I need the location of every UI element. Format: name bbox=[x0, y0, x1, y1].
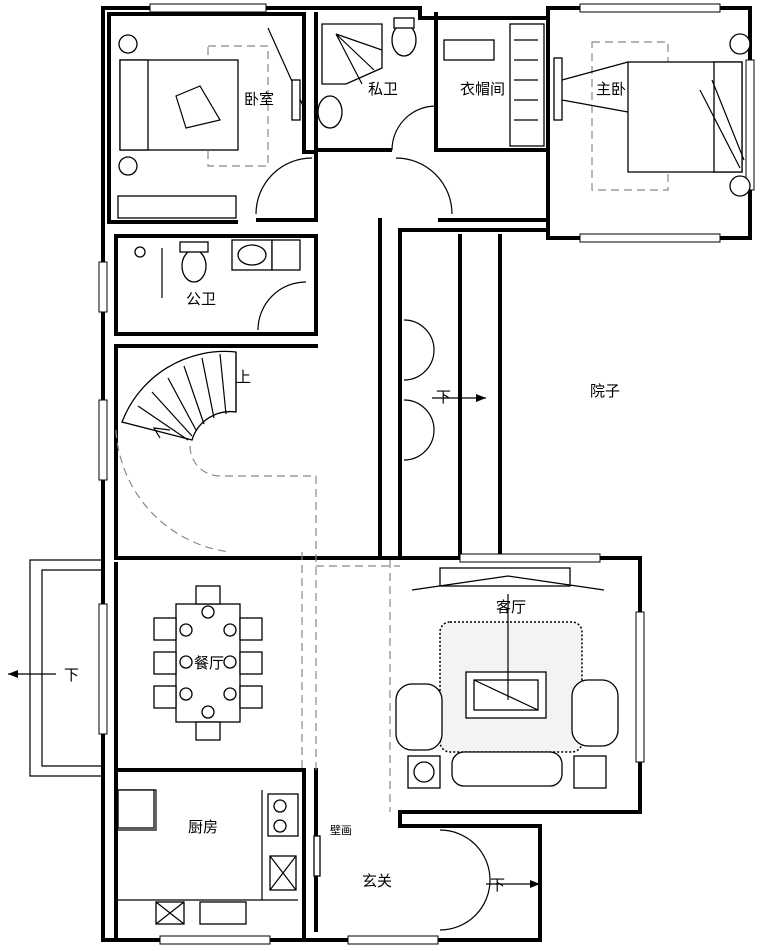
master-bed bbox=[553, 33, 751, 197]
label-entrance: 玄关 bbox=[362, 872, 392, 890]
label-entrance-down: 下 bbox=[490, 876, 505, 894]
spiral-stairs bbox=[121, 350, 237, 441]
label-kitchen: 厨房 bbox=[188, 818, 218, 836]
label-dining-room: 餐厅 bbox=[194, 654, 224, 672]
label-living-room: 客厅 bbox=[496, 598, 526, 616]
public-bath-fixtures bbox=[134, 239, 301, 298]
living-set bbox=[395, 567, 619, 789]
arrows bbox=[8, 394, 540, 888]
bedroom-furniture bbox=[117, 27, 305, 219]
dining-set bbox=[153, 585, 263, 741]
cloakroom-fixtures bbox=[443, 23, 545, 147]
label-private-bath: 私卫 bbox=[368, 80, 398, 98]
label-left-down: 下 bbox=[64, 666, 79, 684]
dashed-guides bbox=[115, 41, 669, 812]
windows bbox=[98, 3, 755, 945]
label-master-bedroom: 主卧 bbox=[596, 80, 626, 98]
label-public-bath: 公卫 bbox=[186, 290, 216, 308]
label-up: 上 bbox=[236, 368, 251, 386]
walls bbox=[29, 6, 752, 942]
private-bath-fixtures bbox=[317, 17, 417, 129]
label-courtyard-down: 下 bbox=[436, 388, 451, 406]
label-bedroom: 卧室 bbox=[244, 90, 274, 108]
label-mural: 壁画 bbox=[330, 823, 352, 837]
doors bbox=[255, 105, 491, 931]
label-courtyard: 院子 bbox=[590, 382, 620, 400]
kitchen-fixtures bbox=[116, 789, 321, 925]
label-cloakroom: 衣帽间 bbox=[460, 80, 505, 98]
